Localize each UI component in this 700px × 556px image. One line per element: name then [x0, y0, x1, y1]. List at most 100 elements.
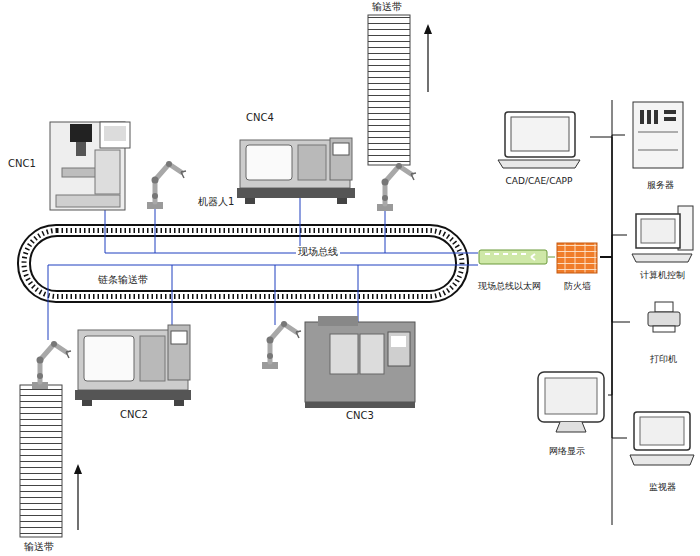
part-label: 机器人1 — [198, 196, 234, 208]
cnc-lathe-part — [333, 143, 349, 155]
machining-center — [305, 316, 415, 408]
cnc-lathe — [75, 325, 191, 406]
device-label: 现场总线以太网 — [477, 281, 542, 292]
monitor-terminal-part — [630, 455, 694, 465]
fieldbus-wire-part — [300, 198, 301, 253]
cnc-machine-part — [56, 195, 120, 207]
display-monitor — [538, 372, 604, 432]
server-part — [664, 110, 676, 114]
cnc-lathe-part — [171, 331, 187, 344]
fieldbus-wire-part — [105, 210, 478, 253]
buffer-conveyor-part — [427, 30, 428, 92]
server-part — [647, 110, 651, 124]
printer-node: 打印机 — [630, 299, 696, 366]
robot-arm-part — [147, 161, 186, 209]
machining-center-part — [330, 334, 358, 374]
network-cable — [600, 257, 630, 322]
switch-node: 现场总线以太网 — [470, 247, 548, 293]
display-node: 网络显示 — [526, 369, 608, 458]
part-label: CNC4 — [246, 112, 274, 124]
ethernet-switch-part — [485, 254, 535, 260]
cnc-lathe-part — [168, 325, 190, 380]
device-label: 服务器 — [646, 180, 675, 191]
cad-computer-node: CAD/CAE/CAPP — [488, 108, 590, 188]
buffer-conveyor-part — [368, 15, 410, 165]
part-label: 链条输送带 — [96, 274, 150, 286]
network-cable — [548, 257, 555, 258]
cnc-lathe-part — [174, 400, 184, 406]
cnc-lathe-part — [298, 145, 326, 180]
cnc-machine-part — [104, 126, 126, 141]
cnc-lathe-part — [245, 198, 255, 204]
server-part — [640, 110, 644, 124]
machining-center-part — [318, 316, 358, 326]
cnc-machine-part — [50, 122, 125, 210]
cnc-lathe — [237, 138, 355, 204]
control-computer-part — [641, 219, 675, 243]
cnc-machine — [50, 122, 130, 210]
fieldbus-wire-part — [155, 208, 156, 253]
machining-center-part — [388, 332, 410, 366]
display-monitor-part — [538, 372, 604, 422]
device-label: 防火墙 — [563, 281, 592, 292]
network-cable — [600, 257, 612, 395]
cnc-lathe-part — [246, 145, 292, 180]
control-computer-part — [636, 214, 680, 248]
machining-center-part — [305, 402, 415, 408]
cnc-lathe-part — [82, 400, 92, 406]
cnc-lathe-part — [337, 198, 347, 204]
device-label: 计算机控制 — [639, 270, 686, 281]
cnc-lathe-part — [237, 188, 355, 198]
printer-part — [653, 326, 675, 332]
chain-conveyor-part — [18, 225, 468, 302]
buffer-conveyor-part — [424, 24, 432, 34]
robot-arm — [32, 161, 416, 389]
part-label: 现场总线 — [296, 246, 340, 258]
machining-center-part — [305, 322, 415, 402]
server-part — [633, 102, 683, 168]
device-label: 监视器 — [648, 482, 677, 493]
monitor-terminal — [630, 412, 694, 465]
part-label: 输送带 — [24, 541, 54, 553]
printer-part — [655, 302, 673, 312]
printer-part — [648, 312, 680, 326]
chain-conveyor — [18, 225, 468, 302]
display-monitor-part — [556, 422, 586, 432]
server-part — [638, 132, 678, 150]
cad-computer-part — [505, 112, 575, 157]
part-label: 输送带 — [372, 1, 402, 13]
cnc-machine-part — [76, 142, 86, 156]
control-computer-part — [632, 254, 692, 262]
cad-computer-part — [511, 117, 569, 151]
server-part — [664, 117, 676, 121]
buffer-conveyor — [20, 15, 432, 537]
server-part — [654, 110, 658, 124]
server — [633, 102, 683, 168]
cnc-lathe-part — [84, 336, 134, 381]
device-label: CAD/CAE/CAPP — [505, 176, 574, 187]
robot-arm-part — [32, 341, 71, 389]
server-node: 服务器 — [625, 98, 695, 192]
control-computer-node: 计算机控制 — [627, 204, 698, 282]
control-computer — [632, 206, 693, 262]
machining-center-part — [360, 334, 384, 374]
monitor-node: 监视器 — [627, 408, 698, 494]
network-cable — [600, 257, 627, 438]
cnc-machine-part — [100, 122, 130, 148]
cad-computer-part — [498, 160, 580, 168]
buffer-conveyor-part — [74, 464, 82, 474]
monitor-terminal-part — [640, 417, 684, 445]
cnc-machine-part — [70, 124, 92, 142]
chain-conveyor-part — [24, 231, 462, 297]
fieldbus-wire-part — [275, 265, 276, 325]
buffer-conveyor-part — [20, 385, 62, 537]
part-label: CNC2 — [120, 409, 148, 421]
device-label: 网络显示 — [548, 446, 586, 457]
part-label: CNC3 — [346, 410, 374, 422]
printer — [648, 302, 680, 332]
ethernet-switch-part — [479, 250, 547, 264]
fieldbus-wire-part — [385, 210, 386, 253]
part-label: CNC1 — [8, 158, 36, 170]
device-label: 打印机 — [649, 354, 678, 365]
